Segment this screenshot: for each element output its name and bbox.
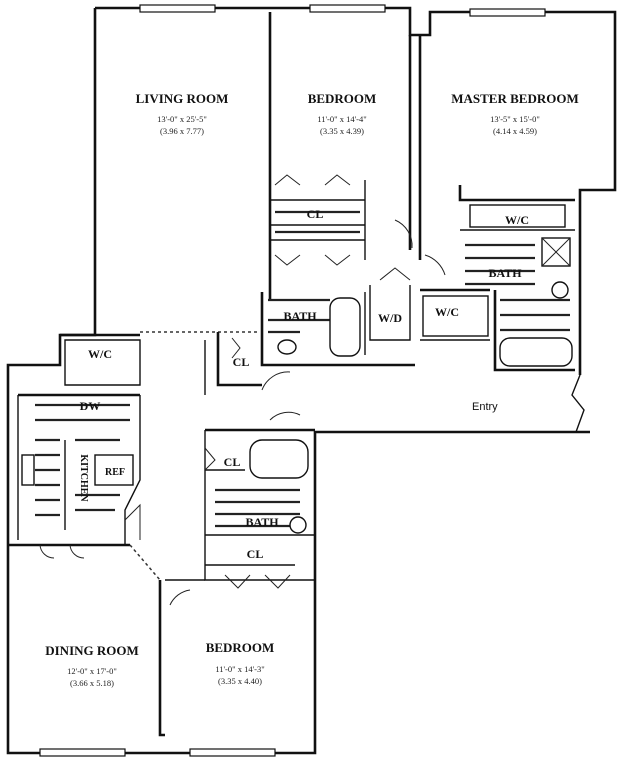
dining-room-dim-ft: 12'-0" x 17'-0"	[67, 666, 117, 676]
window-living	[139, 4, 216, 13]
bedroom-bottom-name: BEDROOM	[206, 640, 275, 655]
walk-in-label-bath: W/C	[435, 305, 459, 319]
closet-label-lower: CL	[224, 455, 241, 469]
bath-label-top: BATH	[283, 309, 317, 323]
closet-label-bedroom-top: CL	[307, 207, 324, 221]
washer-dryer-label: W/D	[378, 311, 402, 325]
bedroom-bottom-dim-m: (3.35 x 4.40)	[218, 676, 262, 686]
bedroom-top-dim-ft: 11'-0" x 14'-4"	[317, 114, 366, 124]
toilet-master	[551, 281, 569, 299]
entry-label: Entry	[472, 401, 498, 413]
walk-in-box-bath	[422, 295, 489, 337]
bedroom-top-dim-m: (3.35 x 4.39)	[320, 126, 364, 136]
closet-label-hall: CL	[233, 355, 250, 369]
bathtub-top	[329, 297, 361, 357]
bath-label-master: BATH	[488, 266, 522, 280]
bath-label-lower: BATH	[245, 515, 279, 529]
bedroom-bottom-dim-ft: 11'-0" x 14'-3"	[215, 664, 264, 674]
fixture-labels: CL W/C BATH BATH W/D W/C W/C CL DW CL RE…	[78, 207, 529, 561]
master-bedroom-dim-ft: 13'-5" x 15'-0"	[490, 114, 540, 124]
bathtub-lower	[249, 439, 309, 479]
fixtures	[21, 204, 573, 534]
refrigerator	[94, 454, 134, 486]
entry-break	[571, 374, 585, 433]
bedroom-top-name: BEDROOM	[308, 91, 377, 106]
living-room-name: LIVING ROOM	[136, 91, 229, 106]
window-bedroom-bottom	[189, 748, 276, 757]
toilet-lower	[289, 516, 307, 534]
walk-in-label-kitchen: W/C	[88, 347, 112, 361]
doors	[39, 174, 446, 606]
living-room-dim-ft: 13'-0" x 25'-5"	[157, 114, 207, 124]
bathtub-master	[499, 337, 573, 367]
master-bedroom-dim-m: (4.14 x 4.59)	[493, 126, 537, 136]
closet-label-bedroom-bottom: CL	[247, 547, 264, 561]
kitchen-sink	[21, 454, 35, 486]
dining-room-name: DINING ROOM	[45, 643, 139, 658]
master-bedroom-name: MASTER BEDROOM	[451, 91, 578, 106]
dining-room-dim-m: (3.66 x 5.18)	[70, 678, 114, 688]
partitions	[8, 180, 575, 737]
living-room-dim-m: (3.96 x 7.77)	[160, 126, 204, 136]
room-labels: LIVING ROOM 13'-0" x 25'-5" (3.96 x 7.77…	[45, 91, 579, 688]
walk-in-box-master	[469, 204, 566, 228]
walk-in-label-master: W/C	[505, 213, 529, 227]
refrigerator-label: REF	[105, 467, 125, 478]
toilet-top	[277, 339, 297, 355]
kitchen-label: KITCHEN	[78, 454, 89, 502]
windows	[39, 4, 546, 757]
window-bedroom-top	[309, 4, 386, 13]
window-dining	[39, 748, 126, 757]
dishwasher-label: DW	[80, 399, 101, 413]
window-master	[469, 8, 546, 17]
hatching	[35, 210, 570, 528]
